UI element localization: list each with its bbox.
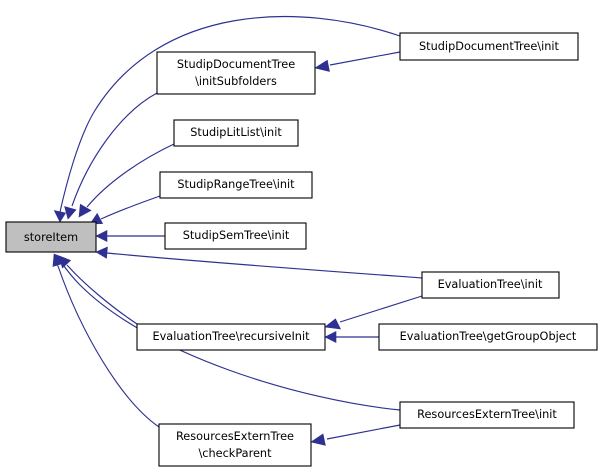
node-resourcesexterntree-checkparent[interactable]: ResourcesExternTree \checkParent <box>158 423 312 467</box>
node-studipdocumenttree-initsubfolders[interactable]: StudipDocumentTree \initSubfolders <box>156 51 316 95</box>
edge-initsubfolders-to-storeitem <box>64 92 158 220</box>
edge-layer <box>52 15 423 446</box>
node-label-studiprangetree-init: StudipRangeTree\init <box>177 178 295 191</box>
node-studipsemtree-init[interactable]: StudipSemTree\init <box>164 222 307 250</box>
edge-studipsemtree-init-to-storeitem <box>95 230 165 242</box>
edge-evaluationtree-init-to-recursiveinit <box>324 295 423 330</box>
node-label-initsubfolders-line2: \initSubfolders <box>195 75 277 88</box>
edge-checkparent-to-storeitem <box>52 254 160 428</box>
node-label-studipsemtree-init: StudipSemTree\init <box>183 229 290 242</box>
node-label-studipdocumenttree-init: StudipDocumentTree\init <box>419 40 560 53</box>
node-studipdocumenttree-init[interactable]: StudipDocumentTree\init <box>399 32 579 61</box>
edge-evaluationtree-init-to-storeitem <box>95 246 423 279</box>
node-layer: storeItem StudipDocumentTree \initSubfol… <box>5 32 598 467</box>
node-evaluationtree-getgroupobject[interactable]: EvaluationTree\getGroupObject <box>378 323 598 351</box>
node-label-checkparent-line1: ResourcesExternTree <box>176 430 294 443</box>
node-label-initsubfolders-line1: StudipDocumentTree <box>177 58 295 71</box>
node-label-evaluationtree-init: EvaluationTree\init <box>438 278 543 291</box>
edge-getgroupobject-to-recursiveinit <box>324 331 379 343</box>
node-label-evaluationtree-recursiveinit: EvaluationTree\recursiveInit <box>152 330 310 343</box>
node-label-resourcesexterntree-init: ResourcesExternTree\init <box>417 408 557 421</box>
node-label-studiplitlist-init: StudipLitList\init <box>190 126 282 139</box>
node-evaluationtree-recursiveinit[interactable]: EvaluationTree\recursiveInit <box>136 323 326 351</box>
edge-studipdocumenttree-init-to-initsubfolders <box>314 51 401 72</box>
edge-studipdocumenttree-init-to-storeitem <box>53 15 401 223</box>
node-storeitem[interactable]: storeItem <box>5 221 97 253</box>
edge-studiplitlist-init-to-storeitem <box>78 143 175 218</box>
edge-resourcesexterntree-init-to-checkparent <box>310 424 401 446</box>
node-studiprangetree-init[interactable]: StudipRangeTree\init <box>159 171 313 199</box>
edge-recursiveinit-to-storeitem <box>58 255 138 325</box>
node-studiplitlist-init[interactable]: StudipLitList\init <box>173 119 299 147</box>
node-resourcesexterntree-init[interactable]: ResourcesExternTree\init <box>399 401 575 429</box>
node-evaluationtree-init[interactable]: EvaluationTree\init <box>421 271 560 299</box>
node-label-storeitem: storeItem <box>24 231 78 244</box>
node-label-checkparent-line2: \checkParent <box>198 447 272 460</box>
node-label-evaluationtree-getgroupobject: EvaluationTree\getGroupObject <box>400 330 577 343</box>
edge-studiprangetree-init-to-storeitem <box>89 195 161 225</box>
